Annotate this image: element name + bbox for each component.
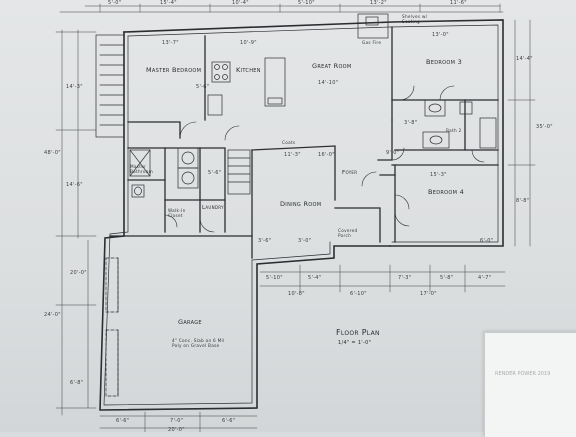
dim-interior-8: 6'-0" (480, 238, 494, 244)
dim-bedroom-3: 13'-0" (432, 32, 449, 38)
dim-front-8: 17'-0" (420, 291, 437, 297)
room-label-covered-porch: Covered Porch (338, 228, 358, 238)
dim-front-2: 5'-4" (308, 275, 322, 281)
room-label-great-room: Great Room (312, 62, 352, 70)
dim-front-6: 5'-8" (440, 275, 454, 281)
dim-right-3: 8'-8" (516, 198, 530, 204)
exterior-walls (99, 19, 504, 411)
dim-top-2: 15'-4" (160, 0, 177, 6)
dim-bottom-3: 6'-6" (222, 418, 236, 424)
dim-kitchen: 10'-9" (240, 40, 257, 46)
dim-interior-5: 9'-0" (386, 150, 400, 156)
dimension-lines (55, 3, 536, 432)
plan-title: Floor Plan (336, 328, 380, 337)
door-swings (164, 85, 485, 233)
dim-top-4: 5'-10" (298, 0, 315, 6)
room-label-laundry: Laundry (202, 205, 224, 211)
overlay-card: RENDER POWER 2019 (484, 332, 576, 437)
room-label-foyer: Foyer (342, 170, 358, 176)
dim-right-1: 35'-0" (536, 124, 553, 130)
dim-left-4: 24'-0" (44, 312, 61, 318)
plan-scale: 1/4" = 1'-0" (338, 340, 372, 346)
dim-front-1: 5'-10" (266, 275, 283, 281)
dim-top-5: 13'-2" (370, 0, 387, 6)
dim-left-6: 6'-8" (70, 380, 84, 386)
dim-left-5: 20'-0" (70, 270, 87, 276)
label-gas-fire: Gas Fire (362, 40, 382, 45)
dim-interior-4: 5'-6" (208, 170, 222, 176)
fixtures (129, 13, 497, 198)
room-label-master-bathroom: Master Bathroom (130, 164, 153, 174)
dim-top-1: 5'-0" (108, 0, 122, 6)
room-label-garage: Garage (178, 318, 202, 326)
dim-bottom-1: 6'-6" (116, 418, 130, 424)
deck-stairs (95, 34, 125, 138)
dim-interior-2: 16'-0" (318, 152, 335, 158)
dim-bedroom-4: 15'-3" (430, 172, 447, 178)
dim-left-2: 14'-3" (66, 84, 83, 90)
dim-dining-room: 11'-3" (284, 152, 301, 158)
dim-front-7: 4'-7" (478, 275, 492, 281)
dim-top-6: 11'-6" (450, 0, 467, 6)
dim-interior-6: 3'-6" (258, 238, 272, 244)
room-label-bedroom-3: Bedroom 3 (426, 58, 463, 66)
garage-slab-note: 4" Conc. Slab on 6 Mil Poly on Gravel Ba… (172, 338, 225, 348)
room-label-bedroom-4: Bedroom 4 (428, 188, 465, 196)
dim-bottom-4: 20'-0" (168, 427, 185, 433)
dim-bottom-2: 7'-0" (170, 418, 184, 424)
dim-right-2: 14'-4" (516, 56, 533, 62)
room-label-dining-room: Dining Room (280, 200, 322, 208)
label-coats: Coats (282, 140, 296, 145)
dim-master-bedroom: 13'-7" (162, 40, 179, 46)
room-label-master-bedroom: Master Bedroom (146, 66, 202, 74)
dim-front-4: 6'-10" (350, 291, 367, 297)
dim-great-room: 14'-10" (318, 80, 339, 86)
dim-top-3: 10'-4" (232, 0, 249, 6)
label-shelves-seating: Shelves w/ Seating (402, 14, 428, 24)
garage-door (105, 257, 119, 397)
exterior-walls-inner (103, 24, 499, 406)
dim-left-3: 14'-6" (66, 182, 83, 188)
room-label-kitchen: Kitchen (236, 66, 261, 74)
overlay-card-text: RENDER POWER 2019 (495, 371, 551, 377)
dim-left-1: 48'-0" (44, 150, 61, 156)
dim-interior-3: 3'-8" (404, 120, 418, 126)
room-label-walk-in-closet: Walk-In Closet (168, 208, 186, 218)
interior-walls (109, 26, 499, 259)
dim-front-3: 10'-8" (288, 291, 305, 297)
dim-interior-1: 5'-6" (196, 84, 210, 90)
dim-front-5: 7'-3" (398, 275, 412, 281)
room-label-bath-2: Bath 2 (446, 128, 462, 133)
dim-interior-7: 3'-0" (298, 238, 312, 244)
